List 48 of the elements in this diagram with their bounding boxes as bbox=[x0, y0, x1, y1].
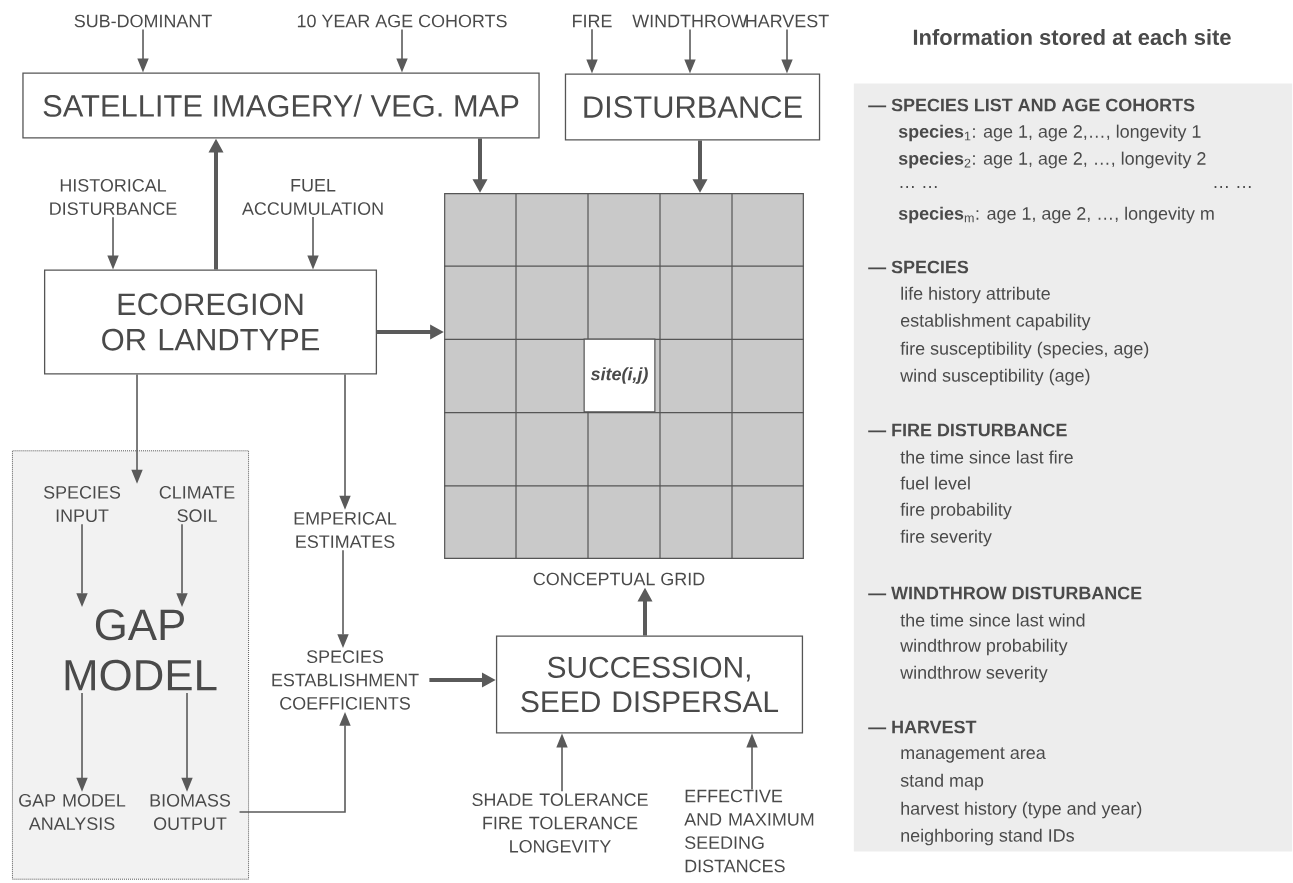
input-label: FUEL ACCUMULATION bbox=[241, 179, 383, 215]
input-label: SUB-DOMINANT bbox=[74, 14, 212, 28]
panel-title: Information stored at each site bbox=[913, 28, 1231, 46]
list-item: fire severity bbox=[900, 529, 992, 547]
input-label: EFFECTIVE AND MAXIMUM SEEDING DISTANCES bbox=[684, 789, 814, 873]
list-item: management area bbox=[901, 747, 1046, 763]
list-item: … … bbox=[900, 186, 937, 188]
list-item: harvest history (type and year) bbox=[901, 801, 1142, 819]
input-label: SHADE TOLERANCE FIRE TOLERANCE LONGEVITY bbox=[472, 793, 648, 853]
input-label: 10 YEAR AGE COHORTS bbox=[297, 14, 507, 28]
input-label: HARVEST bbox=[746, 14, 829, 28]
section-heading: — SPECIES bbox=[868, 260, 969, 274]
input-label: SPECIES INPUT bbox=[43, 486, 121, 522]
process-box: SATELLITE IMAGERY/ VEG. MAP bbox=[22, 72, 540, 139]
site-cell: site(i,j) bbox=[583, 338, 656, 413]
process-box: DISTURBANCE bbox=[564, 73, 821, 141]
input-label: FIRE bbox=[573, 14, 612, 28]
list-item: stand map bbox=[900, 773, 984, 791]
input-label: HISTORICAL DISTURBANCE bbox=[50, 179, 177, 215]
section-heading: — FIRE DISTURBANCE bbox=[868, 423, 1067, 437]
list-item: the time since last fire bbox=[900, 450, 1073, 464]
list-item: neighboring stand IDs bbox=[901, 828, 1074, 846]
input-label: EMPERICAL ESTIMATES bbox=[294, 512, 397, 548]
list-item: establishment capability bbox=[900, 313, 1091, 331]
list-item: wind susceptibility (age) bbox=[900, 368, 1090, 386]
list-item: species$_{2}$: age 1, age 2, …, longevity 2 bbox=[898, 151, 1206, 169]
list-item: the time since last wind bbox=[900, 613, 1085, 627]
input-label: GAP MODEL ANALYSIS bbox=[19, 794, 126, 830]
list-item: species$_{m}$: age 1, age 2, …, longevity m bbox=[898, 206, 1214, 224]
section-heading: — HARVEST bbox=[868, 720, 977, 734]
process-box: ECOREGION OR LANDTYPE bbox=[44, 269, 378, 375]
section-heading: — SPECIES LIST AND AGE COHORTS bbox=[868, 98, 1195, 112]
list-item: windthrow probability bbox=[900, 638, 1068, 656]
list-item: species$_{1}$: age 1, age 2,…, longevity 1 bbox=[898, 124, 1201, 142]
input-label: CLIMATE SOIL bbox=[159, 486, 235, 522]
input-label: SPECIES ESTABLISHMENT COEFFICIENTS bbox=[272, 650, 419, 710]
list-item: fuel level bbox=[900, 476, 970, 490]
section-heading: — WINDTHROW DISTURBANCE bbox=[868, 586, 1142, 600]
input-label: BIOMASS OUTPUT bbox=[150, 794, 231, 830]
list-item: life history attribute bbox=[901, 286, 1050, 304]
grid-caption: CONCEPTUAL GRID bbox=[533, 572, 705, 586]
process-box: SUCCESSION, SEED DISPERSAL bbox=[495, 635, 804, 734]
model-title: GAP MODEL bbox=[65, 609, 217, 691]
list-item: fire susceptibility (species, age) bbox=[900, 341, 1149, 359]
input-label: WINDTHROW bbox=[632, 14, 748, 28]
list-item: fire probability bbox=[900, 502, 1012, 520]
list-item: windthrow severity bbox=[900, 665, 1048, 683]
list-item: … … bbox=[1214, 186, 1251, 188]
